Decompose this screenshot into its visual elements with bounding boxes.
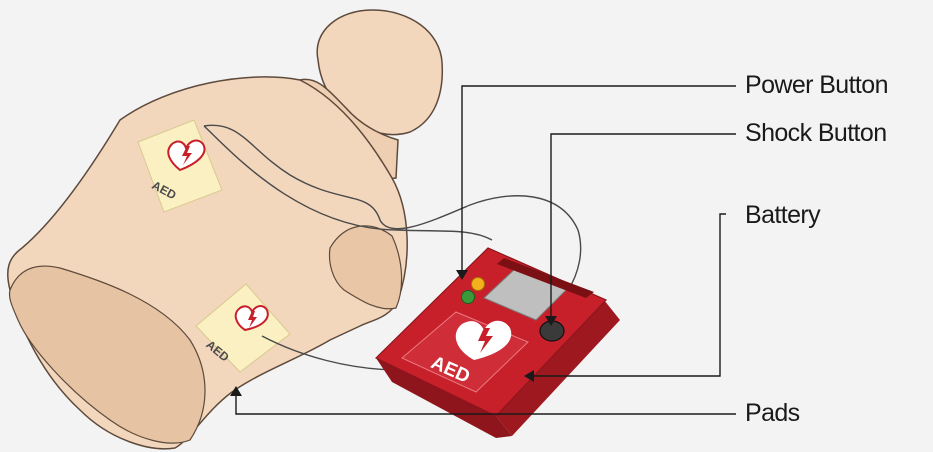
manikin-bottom-opening xyxy=(8,265,206,444)
power-button-leader xyxy=(461,85,736,272)
pads-leader xyxy=(235,394,736,415)
battery-arrowhead xyxy=(524,370,534,382)
status-light xyxy=(471,277,485,291)
battery-label: Battery xyxy=(745,201,821,229)
shock-button-leader xyxy=(550,133,736,318)
leader-lines xyxy=(230,85,736,415)
power-button[interactable] xyxy=(461,290,475,304)
cpr-manikin xyxy=(7,9,444,450)
aed-device-side xyxy=(376,300,620,436)
power-button-label: Power Button xyxy=(745,71,888,99)
pads-arrowhead xyxy=(230,386,242,396)
shock-button-arrowhead xyxy=(545,316,557,326)
lightning-icon xyxy=(478,328,493,353)
pads-label: Pads xyxy=(745,399,800,427)
battery-leader xyxy=(532,213,726,377)
aed-slot xyxy=(497,258,594,298)
shock-button-label: Shock Button xyxy=(745,119,887,147)
lightning-icon xyxy=(248,311,257,328)
manikin-shoulder xyxy=(328,225,403,310)
upper-pad: AED xyxy=(137,119,223,213)
power-button-arrowhead xyxy=(456,270,468,280)
lightning-icon xyxy=(182,146,192,165)
aed-device: AED xyxy=(374,247,620,438)
